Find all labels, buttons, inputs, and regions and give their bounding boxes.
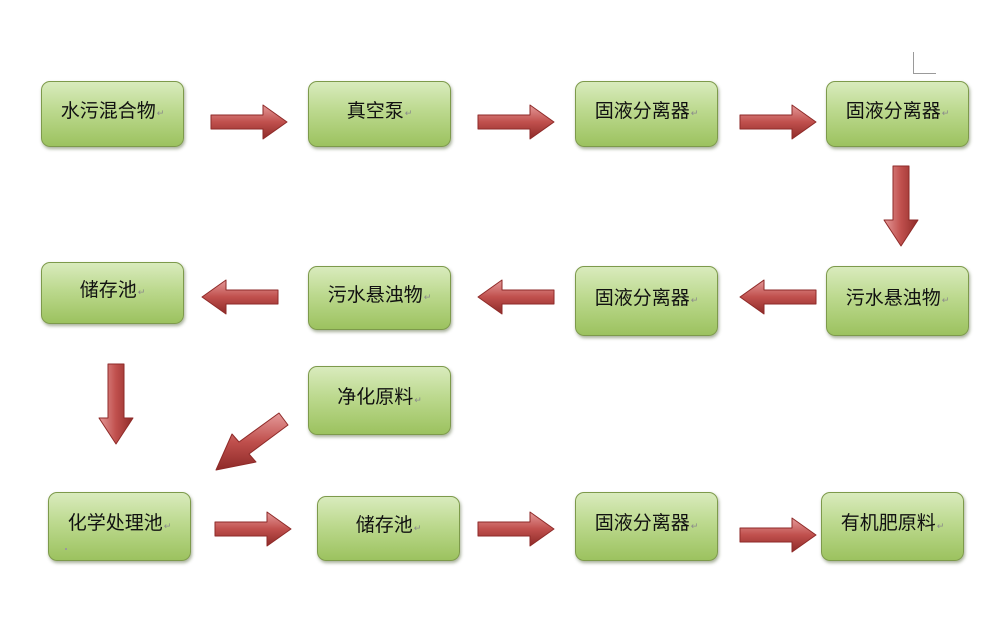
node-vacuum-pump: 真空泵↵ <box>308 81 451 147</box>
arrow-right-icon <box>210 104 288 140</box>
node-label: 污水悬浊物 <box>327 283 423 306</box>
node-storage-tank-1: 储存池↵ <box>41 262 184 324</box>
node-label: 真空泵 <box>346 99 404 122</box>
arrow-right-icon <box>739 104 817 140</box>
node-label: 固液分离器 <box>594 286 690 309</box>
paragraph-mark-icon: ↵ <box>936 521 945 532</box>
node-sewage-suspension-1: 污水悬浊物↵ <box>308 266 451 330</box>
node-solid-liquid-separator-1: 固液分离器↵ <box>575 81 718 147</box>
node-chemical-treatment-tank: 化学处理池↵ <box>48 492 191 561</box>
text-boundary-corner-mark <box>913 52 936 74</box>
node-label: 有机肥原料 <box>840 512 936 534</box>
paragraph-mark-icon: ↵ <box>414 395 422 406</box>
arrow-diagonal-icon <box>215 412 289 471</box>
node-organic-fertilizer-material: 有机肥原料↵ <box>821 492 964 561</box>
paragraph-mark-icon: ↵ <box>941 296 950 306</box>
paragraph-mark-icon: ↵ <box>137 288 146 298</box>
node-label: 净化原料 <box>337 386 414 408</box>
paragraph-mark-icon: ↵ <box>690 296 699 306</box>
node-label: 储存池 <box>79 278 137 301</box>
paragraph-mark-icon: ↵ <box>941 109 950 119</box>
paragraph-mark-icon: ↵ <box>690 521 699 532</box>
node-solid-liquid-separator-3: 固液分离器↵ <box>575 266 718 336</box>
node-label: 固液分离器 <box>845 99 941 122</box>
arrow-right-icon <box>477 104 555 140</box>
node-label: 固液分离器 <box>594 99 690 122</box>
paragraph-mark-icon: ↵ <box>423 293 432 303</box>
node-storage-tank-2: 储存池↵ <box>317 496 460 561</box>
arrow-right-icon <box>477 511 555 547</box>
arrow-down-icon <box>98 363 134 445</box>
paragraph-mark-icon: ↵ <box>163 521 172 532</box>
node-label: 化学处理池 <box>67 512 163 534</box>
node-solid-liquid-separator-4: 固液分离器↵ <box>575 492 718 561</box>
arrow-right-icon <box>739 517 817 553</box>
node-label: 污水悬浊物 <box>845 286 941 309</box>
arrow-right-icon <box>214 511 292 547</box>
paragraph-mark-icon: ↵ <box>156 109 165 119</box>
node-solid-liquid-separator-2: 固液分离器↵ <box>826 81 969 147</box>
paragraph-mark-icon: ↵ <box>413 523 422 534</box>
arrow-down-icon <box>883 165 919 247</box>
stray-mark <box>65 548 67 550</box>
paragraph-mark-icon: ↵ <box>404 109 413 119</box>
node-sewage-mixture: 水污混合物↵ <box>41 81 184 147</box>
arrow-left-icon <box>201 279 279 315</box>
node-sewage-suspension-2: 污水悬浊物↵ <box>826 266 969 336</box>
node-label: 水污混合物 <box>60 99 156 122</box>
arrow-left-icon <box>739 279 817 315</box>
node-purified-material: 净化原料↵ <box>308 366 451 435</box>
node-label: 储存池 <box>355 514 413 536</box>
paragraph-mark-icon: ↵ <box>690 109 699 119</box>
node-label: 固液分离器 <box>594 512 690 534</box>
arrow-left-icon <box>477 279 555 315</box>
